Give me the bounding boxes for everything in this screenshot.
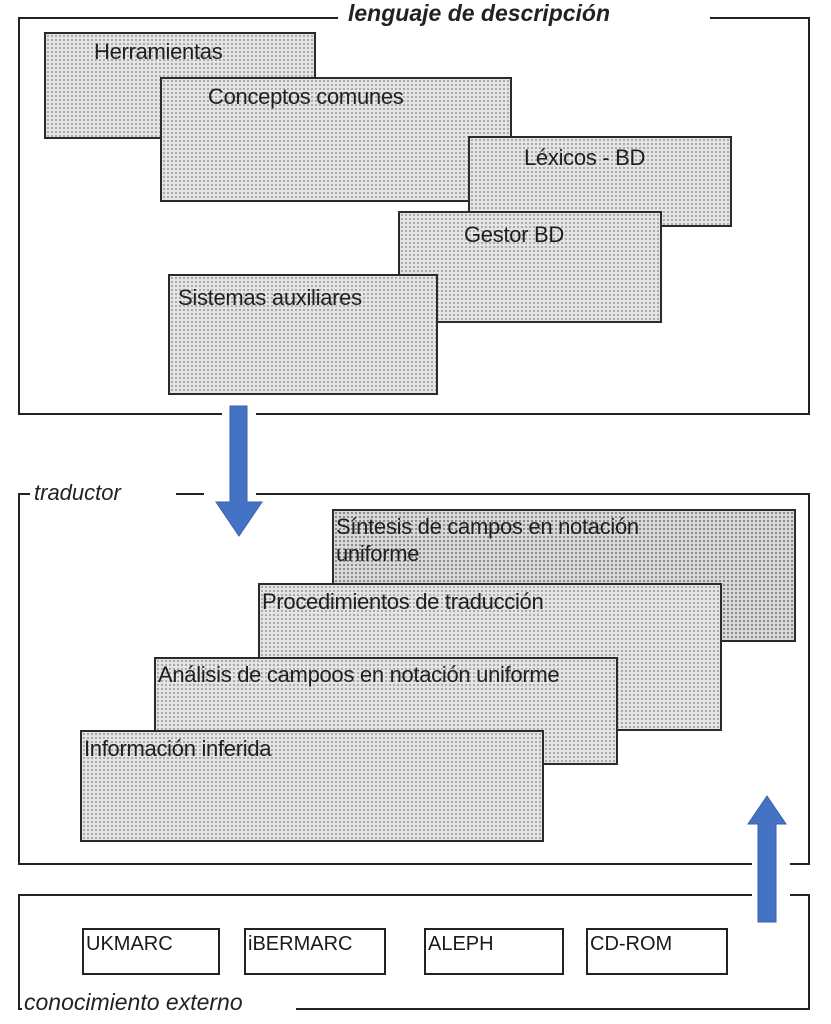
card-label: Gestor BD [464, 222, 564, 247]
source-cd-rom: CD-ROM [586, 928, 728, 975]
card-label: Procedimientos de traducción [262, 589, 544, 614]
down-arrow-icon [215, 405, 263, 537]
frame-left [18, 17, 20, 415]
card-label: Herramientas [94, 39, 223, 64]
section-title-traductor: traductor [30, 480, 125, 506]
section-title-lenguaje: lenguaje de descripción [340, 0, 619, 27]
frame-bottom-right [790, 863, 810, 865]
frame-right [808, 894, 810, 1010]
card-informacion-inferida: Información inferida [80, 730, 544, 842]
frame-left [18, 493, 20, 865]
frame-left [18, 894, 20, 1010]
frame-bottom-left [18, 863, 752, 865]
frame-top-right [790, 894, 810, 896]
source-ibermarc: iBERMARC [244, 928, 386, 975]
frame-top-left [18, 493, 32, 495]
card-label: Conceptos comunes [208, 84, 404, 109]
frame-top-mid [176, 493, 204, 495]
source-ukmarc: UKMARC [82, 928, 220, 975]
frame-right [808, 17, 810, 415]
frame-top-left [18, 894, 752, 896]
frame-top-right [256, 493, 810, 495]
frame-right [808, 493, 810, 865]
card-label: Léxicos - BD [524, 145, 646, 170]
card-conceptos-comunes: Conceptos comunes [160, 77, 512, 202]
frame-top-left [18, 17, 338, 19]
card-label: Análisis de campoos en notación uniforme [158, 662, 560, 687]
frame-top-right [710, 17, 810, 19]
source-aleph: ALEPH [424, 928, 564, 975]
section-title-conocimiento: conocimiento externo [22, 989, 245, 1016]
frame-bottom-right [256, 413, 810, 415]
frame-bottom-right [296, 1008, 810, 1010]
frame-bottom-left [18, 413, 222, 415]
up-arrow-icon [747, 795, 787, 923]
card-label: Sistemas auxiliares [178, 285, 362, 310]
card-label: Información inferida [84, 736, 272, 761]
card-gestor-bd: Gestor BD [398, 211, 662, 323]
card-label: Síntesis de campos en notación uniforme [336, 514, 639, 566]
card-sistemas-auxiliares: Sistemas auxiliares [168, 274, 438, 395]
frame-bottom-left [18, 1008, 24, 1010]
